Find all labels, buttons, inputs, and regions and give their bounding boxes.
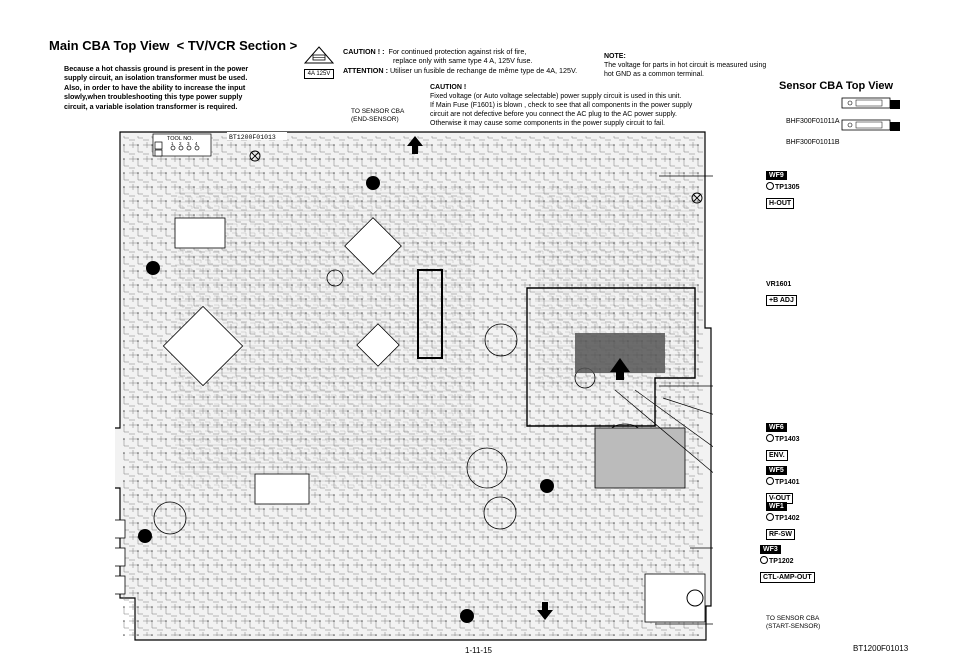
tool-number: 1 (171, 141, 174, 146)
tp-signal: ENV. (766, 450, 788, 461)
attention-label: ATTENTION : (343, 65, 388, 75)
caution-block: CAUTION ! : For continued protection aga… (343, 47, 613, 75)
caution2-block: CAUTION ! Fixed voltage (or Auto voltage… (430, 83, 760, 128)
test-point-wf3: WF3 TP1202 CTL-AMP-OUT (760, 538, 815, 584)
note-text-b: hot GND as a common terminal. (604, 71, 704, 78)
caution1-text-b: replace only with same type 4 A, 125V fu… (393, 56, 533, 66)
tp-signal: RF-SW (766, 529, 795, 540)
test-point-wf6: WF6 TP1403 ENV. (766, 416, 800, 462)
caution2-line: Otherwise it may cause some components i… (430, 120, 665, 127)
caution2-line: If Main Fuse (F1601) is blown , check to… (430, 102, 693, 109)
tp-id: TP1402 (775, 515, 800, 522)
caution1-text-a: For continued protection against risk of… (388, 47, 527, 56)
sensor-part-a: BHF300F01011A (786, 118, 840, 125)
hot-chassis-note: Because a hot chassis ground is present … (64, 64, 249, 111)
note-label: NOTE: (604, 53, 626, 60)
vr-label: VR1601 (766, 281, 792, 288)
tp-id: TP1403 (775, 436, 800, 443)
to-sensor-start-line-b: (START-SENSOR) (766, 623, 821, 630)
vr1601-callout: VR1601 +B ADJ (766, 280, 797, 307)
doc-code: BT1200F01013 (853, 644, 909, 653)
to-sensor-end-line-b: (END-SENSOR) (351, 116, 399, 123)
fuse-icon (303, 46, 335, 64)
caution2-line: Fixed voltage (or Auto voltage selectabl… (430, 93, 682, 100)
board-silk-label: BT1200F01013 (229, 134, 276, 141)
sensor-board-drawing (841, 97, 900, 131)
to-sensor-start-line-a: TO SENSOR CBA (766, 615, 820, 622)
page-number: 1-11-15 (465, 646, 492, 655)
test-point-icon (766, 513, 774, 521)
tool-number: 3 (187, 141, 190, 146)
caution2-label: CAUTION ! (430, 84, 467, 91)
test-point-wf5: WF5 TP1401 V-OUT (766, 459, 800, 505)
page-title-section: < TV/VCR Section > (176, 38, 298, 53)
main-cba-board: TOOL NO. 1 2 3 4 BT1200F01013 (115, 131, 713, 641)
caution1-label: CAUTION ! : (343, 47, 385, 56)
page-title-main: Main CBA Top View (49, 38, 170, 53)
tp-id: TP1401 (775, 479, 800, 486)
vr-signal: +B ADJ (766, 295, 797, 306)
test-point-icon (766, 477, 774, 485)
note-block: NOTE: The voltage for parts in hot circu… (604, 52, 804, 79)
wf-tag: WF6 (766, 423, 787, 432)
wf-tag: WF1 (766, 502, 787, 511)
to-sensor-end-label: TO SENSOR CBA (END-SENSOR) (351, 108, 404, 124)
fuse-symbol: 4A 125V (303, 46, 335, 79)
wf-tag: WF9 (766, 171, 787, 180)
caution2-line: circuit are not defective before you con… (430, 111, 677, 118)
tp-id: TP1305 (775, 184, 800, 191)
sensor-title: Sensor CBA Top View (779, 80, 894, 92)
note-text-a: The voltage for parts in hot circuit is … (604, 62, 767, 69)
test-point-icon (760, 556, 768, 564)
board-tool-label: TOOL NO. (167, 136, 193, 142)
to-sensor-end-line-a: TO SENSOR CBA (351, 108, 405, 115)
to-sensor-start-label: TO SENSOR CBA (START-SENSOR) (766, 615, 820, 631)
page-title: Main CBA Top View < TV/VCR Section > (49, 38, 297, 53)
tool-number: 2 (179, 141, 182, 146)
sensor-part-b: BHF300F01011B (786, 139, 840, 146)
test-point-icon (766, 182, 774, 190)
test-point-wf1: WF1 TP1402 RF-SW (766, 495, 800, 541)
tp-id: TP1202 (769, 558, 794, 565)
attention-text: Utiliser un fusible de rechange de même … (389, 65, 578, 75)
tp-signal: CTL-AMP-OUT (760, 572, 815, 583)
test-point-icon (766, 434, 774, 442)
tool-number: 4 (195, 141, 198, 146)
wf-tag: WF5 (766, 466, 787, 475)
fuse-rating: 4A 125V (304, 69, 334, 79)
tp-signal: H-OUT (766, 198, 795, 209)
wf-tag: WF3 (760, 545, 781, 554)
test-point-wf9: WF9 TP1305 H-OUT (766, 164, 800, 210)
